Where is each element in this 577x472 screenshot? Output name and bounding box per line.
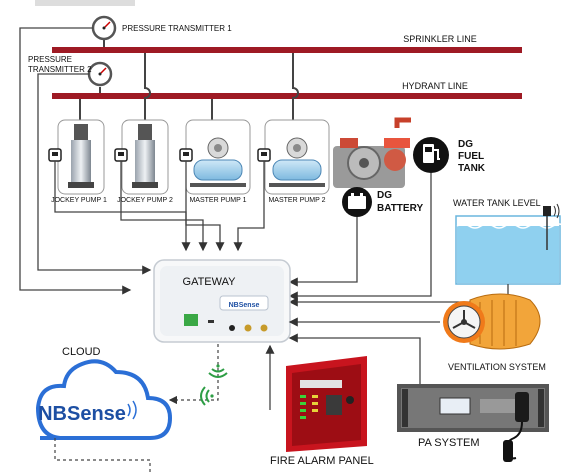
sprinkler-pipe: [52, 47, 522, 53]
dg-battery-label-line1: DG: [377, 190, 392, 201]
transmitter-1-wire: [19, 27, 132, 295]
pump-sensor-icon: [48, 148, 62, 162]
dg-fuel-tank-label-line3: TANK: [458, 163, 486, 174]
jockey-pump-1-label: JOCKEY PUMP 1: [51, 197, 107, 204]
master-pump-2: [264, 119, 330, 195]
pump-sensor-icon: [179, 148, 193, 162]
fire-alarm-panel: [286, 356, 367, 452]
cloud-label: CLOUD: [62, 346, 101, 358]
pressure-transmitter-2: [87, 61, 113, 93]
top-edge: [35, 0, 135, 6]
pressure-transmitter-2-label-line2: TRANSMITTER 2: [28, 65, 92, 74]
level-sensor-icon: [543, 203, 560, 219]
gateway-logo: NBSense: [229, 302, 260, 309]
master-pump-1-label: MASTER PUMP 1: [189, 197, 246, 204]
pa-wire: [288, 333, 421, 384]
gateway-cloud-link: [168, 344, 219, 405]
signal-wave-icon: [127, 400, 137, 420]
wireless-icon: [200, 386, 214, 406]
dg-fuel-tank-label-line2: FUEL: [458, 151, 484, 162]
ventilation-system-label: VENTILATION SYSTEM: [448, 362, 546, 372]
wireless-icon: [208, 364, 228, 378]
jockey-pump-2: [121, 119, 169, 195]
cloud-icon: [35, 359, 173, 440]
pump-wires: [54, 161, 265, 252]
water-tank-level-label: WATER TANK LEVEL: [453, 198, 541, 208]
pressure-transmitter-2-label-line1: PRESSURE: [28, 55, 72, 64]
pressure-transmitter-1-label: PRESSURE TRANSMITTER 1: [122, 24, 232, 33]
jockey-pump-2-label: JOCKEY PUMP 2: [117, 197, 173, 204]
cloud-logo: NBSense: [38, 403, 126, 425]
hydrant-line-label: HYDRANT LINE: [402, 81, 468, 91]
transmitter-2-wire: [37, 73, 152, 275]
fire-alarm-panel-label: FIRE ALARM PANEL: [270, 455, 374, 467]
fuel-pump-icon: [413, 137, 449, 173]
master-pump-1: [185, 119, 251, 195]
cloud-down-link: [54, 438, 151, 472]
pa-system-label: PA SYSTEM: [418, 437, 480, 449]
pump-sensor-icon: [114, 148, 128, 162]
gateway-label: GATEWAY: [183, 276, 237, 288]
ventilation-fan: [443, 293, 541, 350]
dg-fuel-tank-label-line1: DG: [458, 139, 473, 150]
battery-wire: [288, 217, 358, 287]
pump-risers: [79, 53, 299, 120]
battery-icon: [342, 187, 372, 217]
sprinkler-line-label: SPRINKLER LINE: [403, 34, 477, 44]
pa-system: [397, 384, 549, 462]
jockey-pump-1: [57, 119, 105, 195]
dg-engine: [333, 117, 411, 188]
master-pump-2-label: MASTER PUMP 2: [268, 197, 325, 204]
pump-sensor-icon: [257, 148, 271, 162]
gateway-device: [153, 259, 291, 343]
fuel-tank-wire: [288, 173, 432, 301]
dg-battery-label-line2: BATTERY: [377, 203, 423, 214]
water-tank: [455, 214, 566, 285]
hydrant-pipe: [52, 93, 522, 99]
pressure-transmitter-1: [91, 15, 117, 47]
